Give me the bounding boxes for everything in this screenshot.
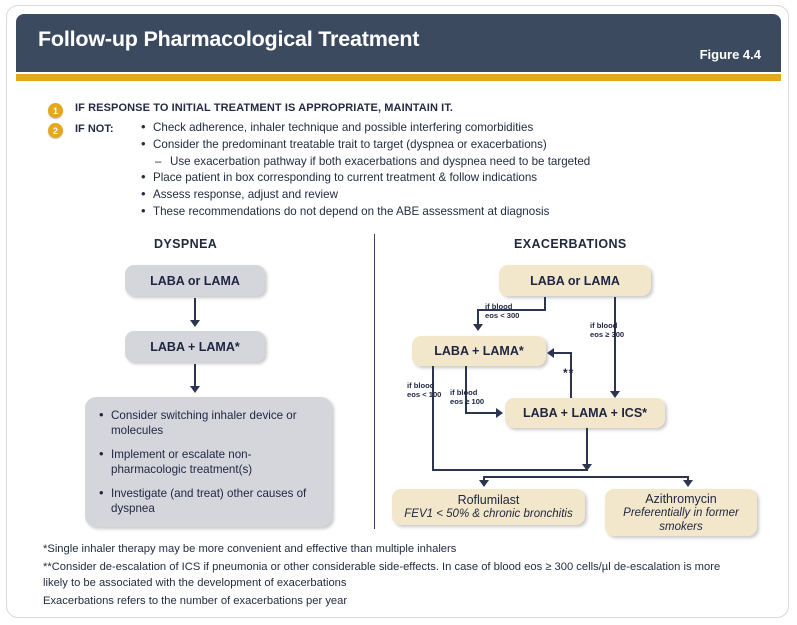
dyspnea-arrow-1-icon <box>190 320 200 327</box>
figure-number-label: Figure 4.4 <box>699 47 761 62</box>
intro-line-if-not: IF NOT: <box>75 123 114 135</box>
dyspnea-connector-1 <box>194 298 196 322</box>
deescalation-marker: ** <box>563 366 575 380</box>
figure-card: Follow-up Pharmacological Treatment Figu… <box>6 5 789 618</box>
page-title: Follow-up Pharmacological Treatment <box>38 27 420 51</box>
dyspnea-node-laba-plus-lama[interactable]: LABA + LAMA* <box>125 331 265 362</box>
roflumilast-name: Roflumilast <box>457 493 520 507</box>
exac-connector-right-down <box>614 297 616 393</box>
exac-arrow-eos-ge-300-icon <box>610 391 620 398</box>
edge-label-eos-lt-100: if blood eos < 100 <box>407 381 442 399</box>
exac-node-laba-lama-ics[interactable]: LABA + LAMA + ICS* <box>505 398 665 428</box>
exac-connector-ics-down <box>586 428 588 471</box>
exac-node-laba-or-lama[interactable]: LABA or LAMA <box>499 265 651 296</box>
edge-label-eos-ge-100: if blood eos ≥ 100 <box>450 388 485 406</box>
dyspnea-connector-2 <box>194 364 196 388</box>
column-heading-exacerbations: EXACERBATIONS <box>514 237 627 251</box>
exac-node-laba-plus-lama[interactable]: LABA + LAMA* <box>412 336 546 366</box>
exac-connector-deescalation-up <box>570 352 572 398</box>
exac-connector-split-down <box>544 297 546 310</box>
exac-connector-split-left <box>477 309 546 311</box>
footnote-note: Exacerbations refers to the number of ex… <box>43 595 348 607</box>
edge-label-eos-ge-300: if blood eos ≥ 300 <box>590 321 625 339</box>
exac-connector-deescalation-left <box>554 352 572 354</box>
dyspnea-rec-1: Consider switching inhaler device or mol… <box>99 407 320 439</box>
exac-connector-eos-lt-100-right <box>432 469 587 471</box>
intro-sub-bullet: Use exacerbation pathway if both exacerb… <box>140 154 700 171</box>
exac-connector-fork-bar <box>483 476 689 478</box>
intro-bullet-1: Check adherence, inhaler technique and p… <box>140 119 700 137</box>
intro-bullet-2: Consider the predominant treatable trait… <box>140 136 700 154</box>
intro-bullet-5: These recommendations do not depend on t… <box>140 203 700 221</box>
footnote-single-star: *Single inhaler therapy may be more conv… <box>43 543 457 555</box>
azithromycin-name: Azithromycin <box>645 491 717 506</box>
exac-connector-fork-right-down <box>687 476 689 483</box>
exac-connector-eos-lt-100 <box>432 366 434 471</box>
exac-connector-eos-ge-100-down <box>465 366 467 414</box>
intro-bullet-3: Place patient in box corresponding to cu… <box>140 169 700 187</box>
dyspnea-rec-3: Investigate (and treat) other causes of … <box>99 485 320 517</box>
exac-arrow-fork-icon <box>582 464 592 471</box>
step-number-badge-1: 1 <box>48 103 63 118</box>
exac-arrow-azithromycin-icon <box>683 480 693 487</box>
exac-arrow-eos-ge-100-icon <box>496 408 503 418</box>
footnote-double-star: **Consider de-escalation of ICS if pneum… <box>43 561 721 589</box>
column-divider <box>374 234 375 529</box>
step-number-badge-2: 2 <box>48 123 63 138</box>
exac-connector-left-down <box>477 309 479 326</box>
dyspnea-node-laba-or-lama[interactable]: LABA or LAMA <box>125 265 265 296</box>
exac-arrow-deescalation-icon <box>547 348 554 358</box>
dyspnea-rec-2: Implement or escalate non-pharmacologic … <box>99 446 320 478</box>
intro-bullet-4: Assess response, adjust and review <box>140 186 700 204</box>
accent-bar <box>16 74 781 81</box>
exac-arrow-eos-lt-300-icon <box>473 324 483 331</box>
figure-header: Follow-up Pharmacological Treatment Figu… <box>16 14 781 72</box>
exac-outcome-roflumilast[interactable]: Roflumilast FEV1 < 50% & chronic bronchi… <box>392 489 585 525</box>
dyspnea-arrow-2-icon <box>190 386 200 393</box>
intro-line-maintain: IF RESPONSE TO INITIAL TREATMENT IS APPR… <box>75 102 454 114</box>
column-heading-dyspnea: DYSPNEA <box>154 237 218 251</box>
exac-arrow-roflumilast-icon <box>479 480 489 487</box>
exac-connector-fork-left-down <box>483 476 485 483</box>
exac-connector-eos-ge-100-right <box>465 412 498 414</box>
exac-outcome-azithromycin[interactable]: Azithromycin Preferentially in former sm… <box>605 489 757 536</box>
azithromycin-detail: Preferentially in former smokers <box>623 506 739 533</box>
roflumilast-detail: FEV1 < 50% & chronic bronchitis <box>404 508 573 520</box>
edge-label-eos-lt-300: if blood eos < 300 <box>485 302 520 320</box>
intro-bullet-list: Check adherence, inhaler technique and p… <box>140 119 700 221</box>
dyspnea-recommendations-box: Consider switching inhaler device or mol… <box>85 397 332 527</box>
